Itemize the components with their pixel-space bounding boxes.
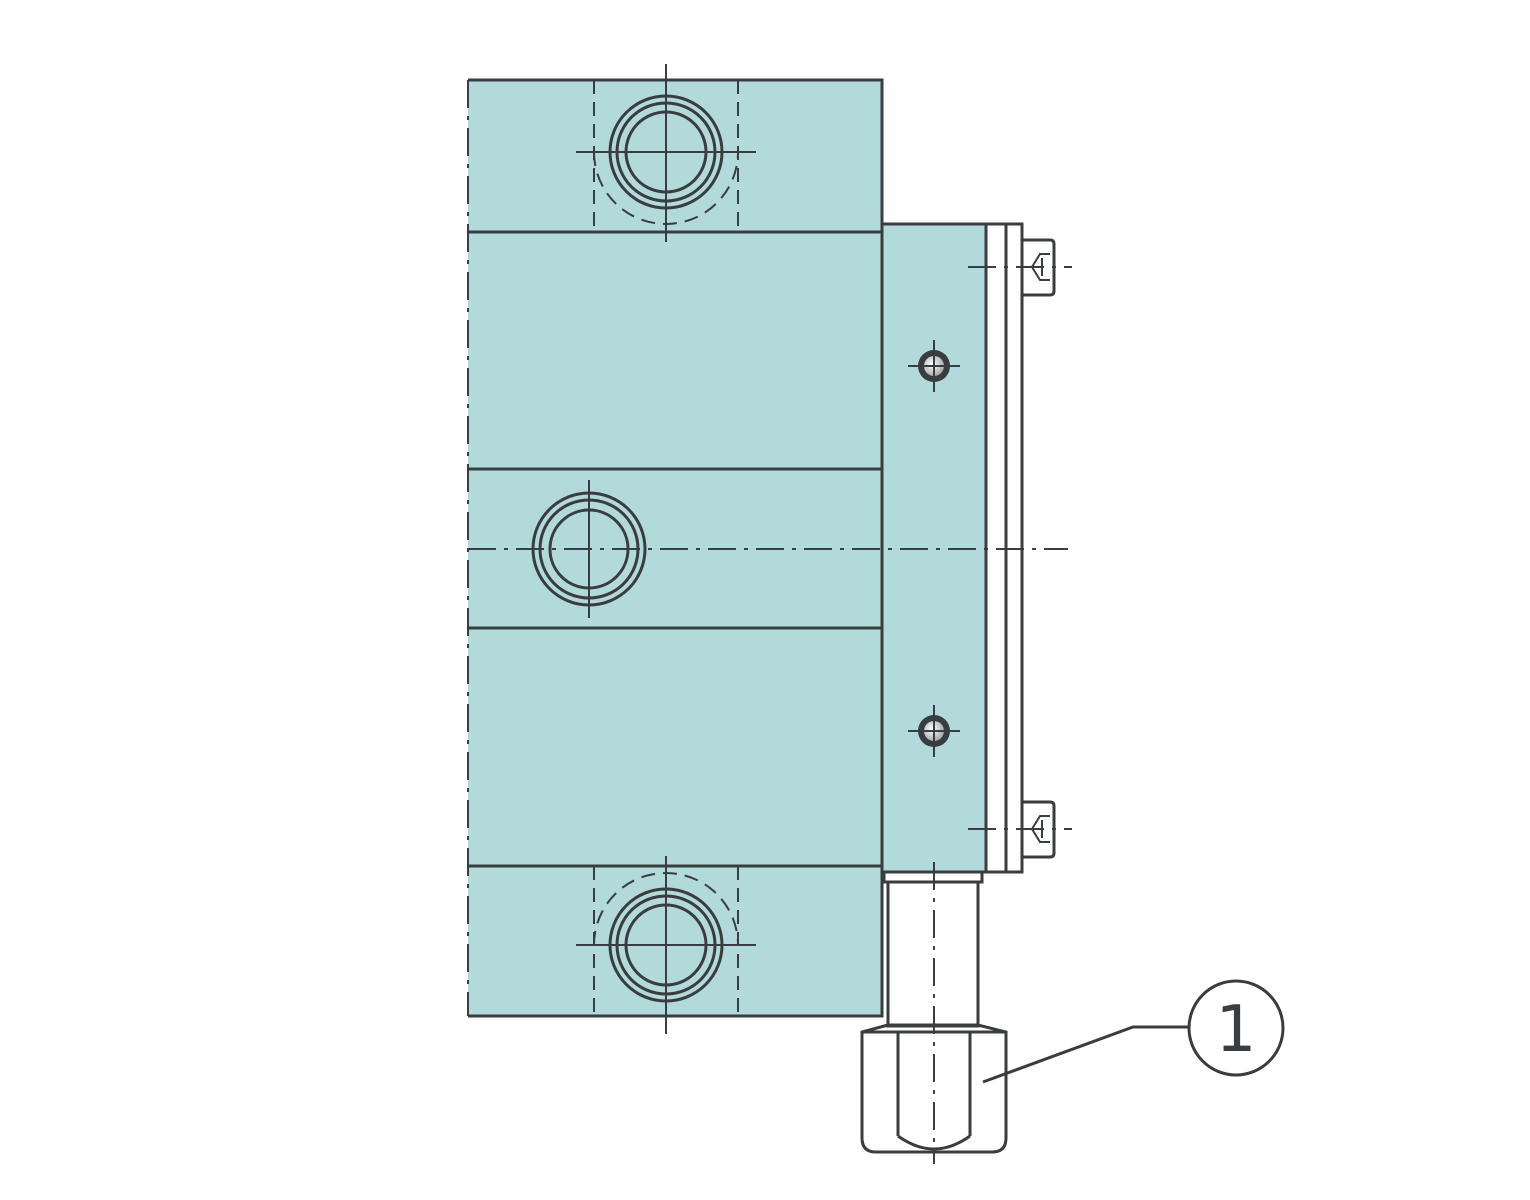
set-screw-icon xyxy=(908,340,960,392)
bottom-mounting-hole xyxy=(576,856,756,1034)
cap-screw-head-icon xyxy=(968,238,1072,297)
cap-screw-head-icon xyxy=(968,800,1072,859)
hex-knob-screw xyxy=(860,862,1008,1164)
callout-label: 1 xyxy=(1216,993,1257,1067)
set-screw-icon xyxy=(908,705,960,757)
top-mounting-hole xyxy=(576,64,756,242)
callout-1: 1 xyxy=(982,979,1285,1084)
